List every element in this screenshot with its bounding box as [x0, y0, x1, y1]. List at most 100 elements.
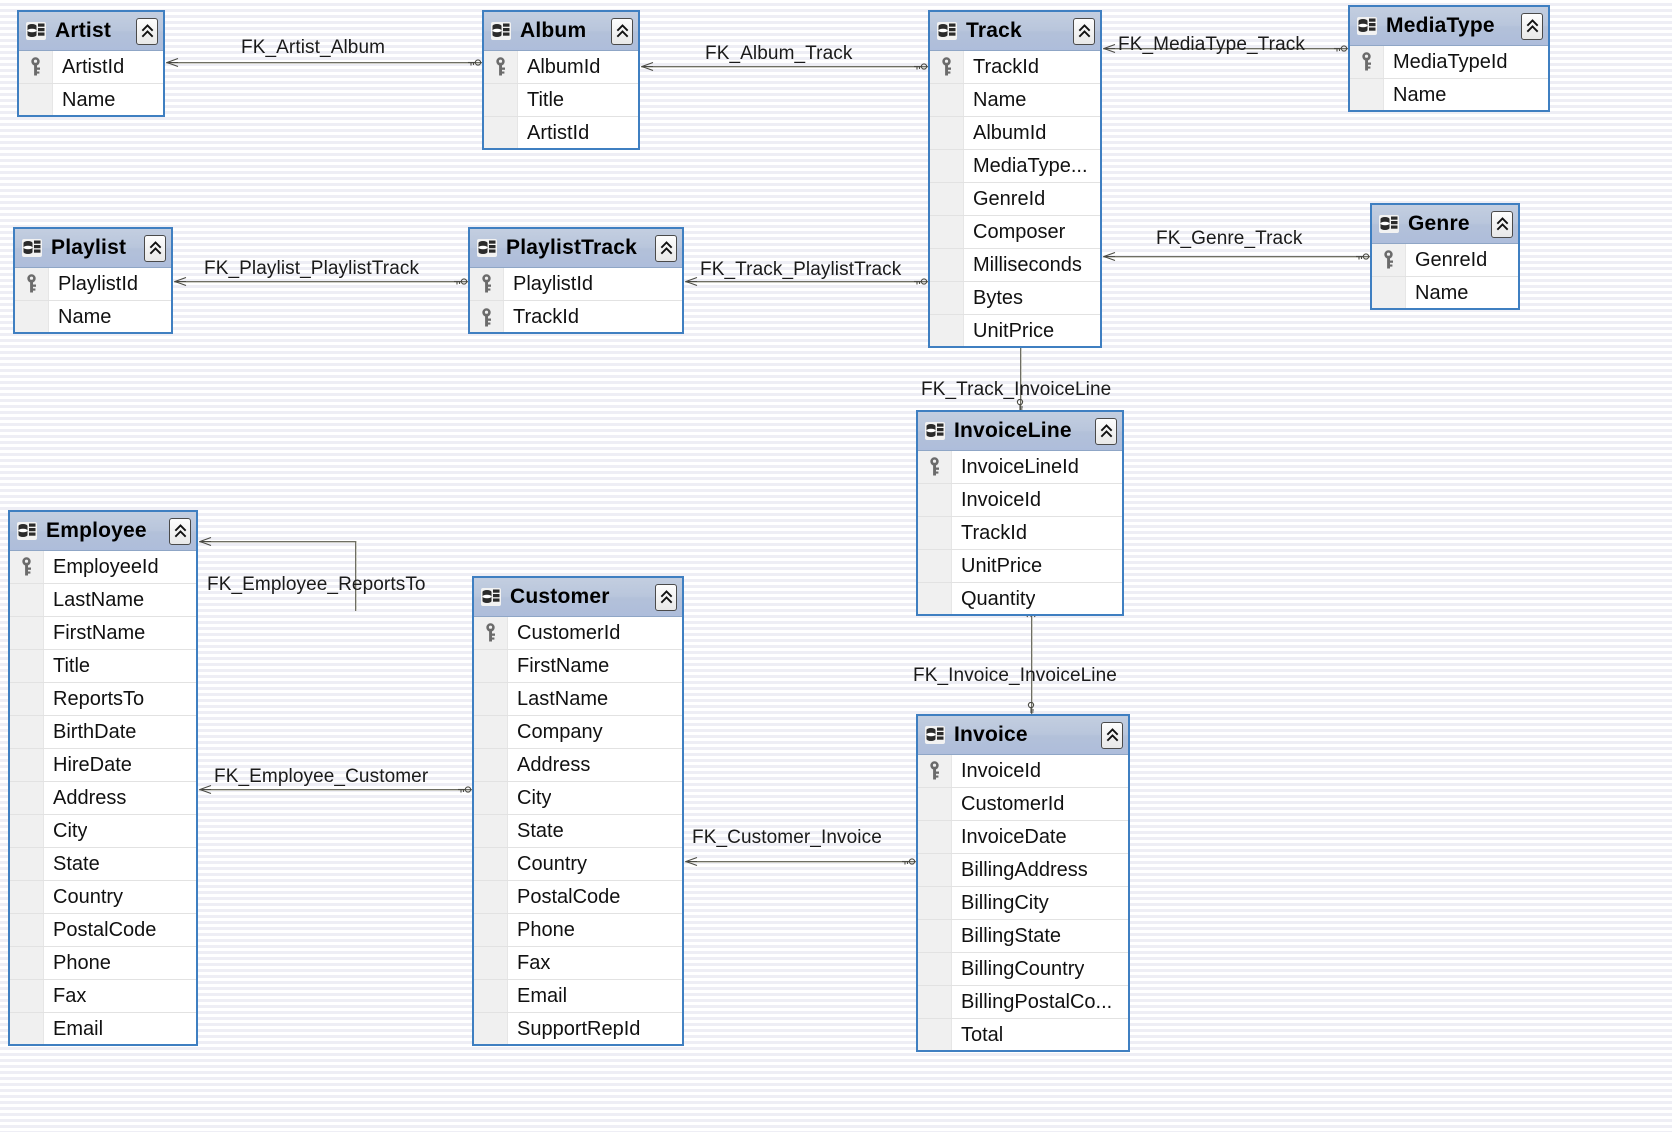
table-row[interactable]: Total [918, 1019, 1128, 1052]
table-row[interactable]: GenreId [1372, 244, 1518, 277]
table-row[interactable]: InvoiceId [918, 484, 1122, 517]
table-row[interactable]: FirstName [10, 617, 196, 650]
table-row[interactable]: State [10, 848, 196, 881]
table-row[interactable]: ArtistId [484, 117, 638, 150]
table-row[interactable]: InvoiceLineId [918, 451, 1122, 484]
table-row[interactable]: Name [1372, 277, 1518, 310]
collapse-chevron-icon[interactable] [655, 234, 677, 262]
table-header-artist[interactable]: Artist [19, 12, 163, 51]
table-row[interactable]: PlaylistId [470, 268, 682, 301]
relationship-label-fk_employee_customer[interactable]: FK_Employee_Customer [214, 766, 429, 787]
relationship-label-fk_invoice_invoiceline[interactable]: FK_Invoice_InvoiceLine [913, 665, 1117, 686]
table-row[interactable]: Fax [10, 980, 196, 1013]
table-row[interactable]: BillingCity [918, 887, 1128, 920]
table-row[interactable]: CustomerId [474, 617, 682, 650]
table-row[interactable]: Name [19, 84, 163, 117]
table-row[interactable]: Phone [10, 947, 196, 980]
collapse-chevron-icon[interactable] [169, 517, 191, 545]
collapse-chevron-icon[interactable] [611, 17, 633, 45]
table-row[interactable]: BillingAddress [918, 854, 1128, 887]
table-row[interactable]: Composer [930, 216, 1100, 249]
table-row[interactable]: City [474, 782, 682, 815]
relationship-label-fk_artist_album[interactable]: FK_Artist_Album [241, 37, 386, 58]
table-row[interactable]: BillingState [918, 920, 1128, 953]
relationship-label-fk_employee_reportsto[interactable]: FK_Employee_ReportsTo [207, 574, 426, 595]
collapse-chevron-icon[interactable] [1073, 17, 1095, 45]
table-row[interactable]: InvoiceDate [918, 821, 1128, 854]
table-row[interactable]: Country [10, 881, 196, 914]
relationship-label-fk_track_playlisttrack[interactable]: FK_Track_PlaylistTrack [700, 259, 902, 280]
table-header-customer[interactable]: Customer [474, 578, 682, 617]
table-row[interactable]: Title [10, 650, 196, 683]
relationship-label-fk_mediatype_track[interactable]: FK_MediaType_Track [1118, 34, 1305, 55]
table-row[interactable]: Address [10, 782, 196, 815]
table-row[interactable]: Name [1350, 79, 1548, 112]
table-row[interactable]: MediaTypeId [1350, 46, 1548, 79]
table-row[interactable]: Address [474, 749, 682, 782]
relationship-label-fk_genre_track[interactable]: FK_Genre_Track [1156, 228, 1303, 249]
table-row[interactable]: BirthDate [10, 716, 196, 749]
table-header-invoice[interactable]: Invoice [918, 716, 1128, 755]
table-row[interactable]: Name [930, 84, 1100, 117]
table-row[interactable]: Email [474, 980, 682, 1013]
table-header-album[interactable]: Album [484, 12, 638, 51]
table-row[interactable]: TrackId [930, 51, 1100, 84]
table-row[interactable]: Milliseconds [930, 249, 1100, 282]
collapse-chevron-icon[interactable] [1095, 417, 1117, 445]
table-row[interactable]: GenreId [930, 183, 1100, 216]
collapse-chevron-icon[interactable] [655, 583, 677, 611]
table-row[interactable]: TrackId [918, 517, 1122, 550]
table-row[interactable]: PostalCode [10, 914, 196, 947]
table-row[interactable]: BillingPostalCo... [918, 986, 1128, 1019]
collapse-chevron-icon[interactable] [1491, 210, 1513, 238]
table-row[interactable]: Quantity [918, 583, 1122, 616]
table-row[interactable]: Fax [474, 947, 682, 980]
table-row[interactable]: City [10, 815, 196, 848]
table-row[interactable]: TrackId [470, 301, 682, 334]
collapse-chevron-icon[interactable] [1521, 12, 1543, 40]
relationship-label-fk_playlist_playlisttrack[interactable]: FK_Playlist_PlaylistTrack [204, 258, 420, 279]
table-row[interactable]: AlbumId [484, 51, 638, 84]
table-header-mediatype[interactable]: MediaType [1350, 7, 1548, 46]
table-row[interactable]: Email [10, 1013, 196, 1046]
table-header-playlisttrack[interactable]: PlaylistTrack [470, 229, 682, 268]
table-row[interactable]: SupportRepId [474, 1013, 682, 1046]
table-row[interactable]: HireDate [10, 749, 196, 782]
relationship-label-fk_track_invoiceline[interactable]: FK_Track_InvoiceLine [921, 379, 1112, 400]
table-row[interactable]: PlaylistId [15, 268, 171, 301]
table-row[interactable]: State [474, 815, 682, 848]
table-header-track[interactable]: Track [930, 12, 1100, 51]
table-row[interactable]: InvoiceId [918, 755, 1128, 788]
table-row[interactable]: FirstName [474, 650, 682, 683]
table-row[interactable]: ArtistId [19, 51, 163, 84]
table-row[interactable]: UnitPrice [930, 315, 1100, 348]
table-row[interactable]: MediaType... [930, 150, 1100, 183]
table-row[interactable]: PostalCode [474, 881, 682, 914]
table-row[interactable]: AlbumId [930, 117, 1100, 150]
table-header-genre[interactable]: Genre [1372, 205, 1518, 244]
table-header-playlist[interactable]: Playlist [15, 229, 171, 268]
table-row[interactable]: LastName [10, 584, 196, 617]
table-row[interactable]: EmployeeId [10, 551, 196, 584]
table-row[interactable]: CustomerId [918, 788, 1128, 821]
table-row[interactable]: ReportsTo [10, 683, 196, 716]
collapse-chevron-icon[interactable] [136, 17, 158, 45]
table-row[interactable]: UnitPrice [918, 550, 1122, 583]
table-row[interactable]: Company [474, 716, 682, 749]
table-row[interactable]: LastName [474, 683, 682, 716]
table-row[interactable]: BillingCountry [918, 953, 1128, 986]
table-row[interactable]: Phone [474, 914, 682, 947]
table-header-employee[interactable]: Employee [10, 512, 196, 551]
table-header-invoiceline[interactable]: InvoiceLine [918, 412, 1122, 451]
table-row[interactable]: Name [15, 301, 171, 334]
